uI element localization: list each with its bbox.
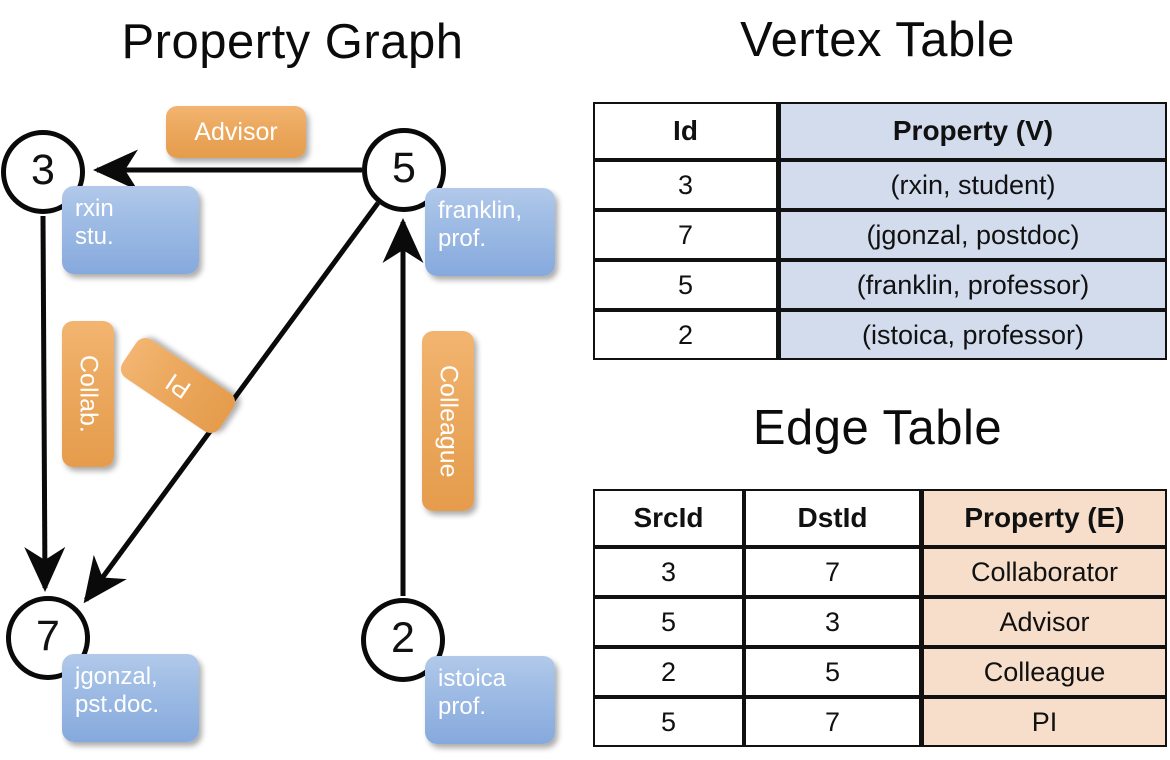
page-title-property-graph: Property Graph: [121, 15, 464, 69]
vertex-table-header-id: Id: [593, 102, 778, 160]
page-title-edge-table: Edge Table: [752, 401, 1003, 455]
vertex-property-box-5[interactable]: franklin, prof.: [425, 188, 555, 276]
table-row[interactable]: 7 (jgonzal, postdoc): [593, 210, 1167, 260]
vertex-property-line-2: prof.: [438, 225, 487, 253]
vertex-property-line-1: jgonzal,: [75, 663, 158, 690]
edge-label-advisor[interactable]: Advisor: [166, 106, 306, 158]
vertex-cell-id: 3: [593, 160, 778, 210]
edge-cell-srcid: 2: [593, 647, 744, 697]
edge-label-pi-text: PI: [160, 367, 196, 405]
vertex-property-box-7[interactable]: jgonzal, pst.doc.: [62, 654, 199, 742]
graph-node-2-label: 2: [391, 613, 415, 662]
vertex-table: Id Property (V) 3 (rxin, student) 7 (jgo…: [593, 102, 1167, 360]
table-row[interactable]: 5 (franklin, professor): [593, 260, 1167, 310]
edge-cell-dstid: 3: [744, 597, 921, 647]
page-title-vertex-table: Vertex Table: [740, 13, 1015, 67]
edge-cell-property: Colleague: [921, 647, 1167, 697]
vertex-cell-property: (istoica, professor): [778, 310, 1167, 360]
edge-table: SrcId DstId Property (E) 3 7 Collaborato…: [593, 489, 1167, 747]
edge-label-advisor-text: Advisor: [194, 117, 278, 146]
vertex-property-line-1: rxin: [75, 195, 114, 222]
vertex-property-box-3[interactable]: rxin stu.: [62, 186, 199, 274]
edge-label-collab-text: Collab.: [74, 355, 103, 433]
edge-cell-dstid: 7: [744, 697, 921, 747]
edge-table-header-dstid: DstId: [744, 489, 921, 547]
edge-label-colleague-text: Colleague: [434, 364, 463, 478]
vertex-property-line-2: stu.: [75, 223, 114, 251]
edge-label-colleague[interactable]: Colleague: [422, 331, 474, 511]
edge-cell-property: Collaborator: [921, 547, 1167, 597]
vertex-property-line-1: franklin,: [438, 197, 523, 224]
table-row[interactable]: 5 7 PI: [593, 697, 1167, 747]
vertex-property-box-2[interactable]: istoica prof.: [425, 656, 555, 744]
edge-table-header-property: Property (E): [921, 489, 1167, 547]
table-row[interactable]: 3 7 Collaborator: [593, 547, 1167, 597]
graph-node-5-label: 5: [392, 143, 416, 192]
property-graph-diagram: 3 5 7 2 rxin stu. franklin, prof. jgonza…: [1, 106, 555, 744]
edge-cell-srcid: 5: [593, 697, 744, 747]
vertex-property-line-2: prof.: [438, 693, 487, 721]
graph-node-2[interactable]: 2: [361, 598, 445, 682]
vertex-cell-property: (franklin, professor): [778, 260, 1167, 310]
vertex-property-line-2: pst.doc.: [75, 691, 160, 719]
edge-table-header-srcid: SrcId: [593, 489, 744, 547]
edge-cell-dstid: 7: [744, 547, 921, 597]
table-header-row: SrcId DstId Property (E): [593, 489, 1167, 547]
edge-cell-srcid: 5: [593, 597, 744, 647]
edge-cell-property: Advisor: [921, 597, 1167, 647]
table-row[interactable]: 3 (rxin, student): [593, 160, 1167, 210]
edge-3-to-7-collab: [24, 215, 66, 592]
graph-node-5[interactable]: 5: [362, 128, 446, 212]
vertex-cell-property: (jgonzal, postdoc): [778, 210, 1167, 260]
vertex-cell-id: 5: [593, 260, 778, 310]
table-row[interactable]: 5 3 Advisor: [593, 597, 1167, 647]
edge-cell-dstid: 5: [744, 647, 921, 697]
vertex-table-header-property: Property (V): [778, 102, 1167, 160]
graph-node-7-label: 7: [36, 611, 60, 660]
vertex-cell-property: (rxin, student): [778, 160, 1167, 210]
vertex-cell-id: 7: [593, 210, 778, 260]
vertex-cell-id: 2: [593, 310, 778, 360]
vertex-property-line-1: istoica: [438, 665, 507, 692]
edge-cell-srcid: 3: [593, 547, 744, 597]
table-header-row: Id Property (V): [593, 102, 1167, 160]
table-row[interactable]: 2 5 Colleague: [593, 647, 1167, 697]
table-row[interactable]: 2 (istoica, professor): [593, 310, 1167, 360]
graph-node-3-label: 3: [31, 145, 55, 194]
edge-cell-property: PI: [921, 697, 1167, 747]
edge-label-collab[interactable]: Collab.: [62, 321, 114, 467]
